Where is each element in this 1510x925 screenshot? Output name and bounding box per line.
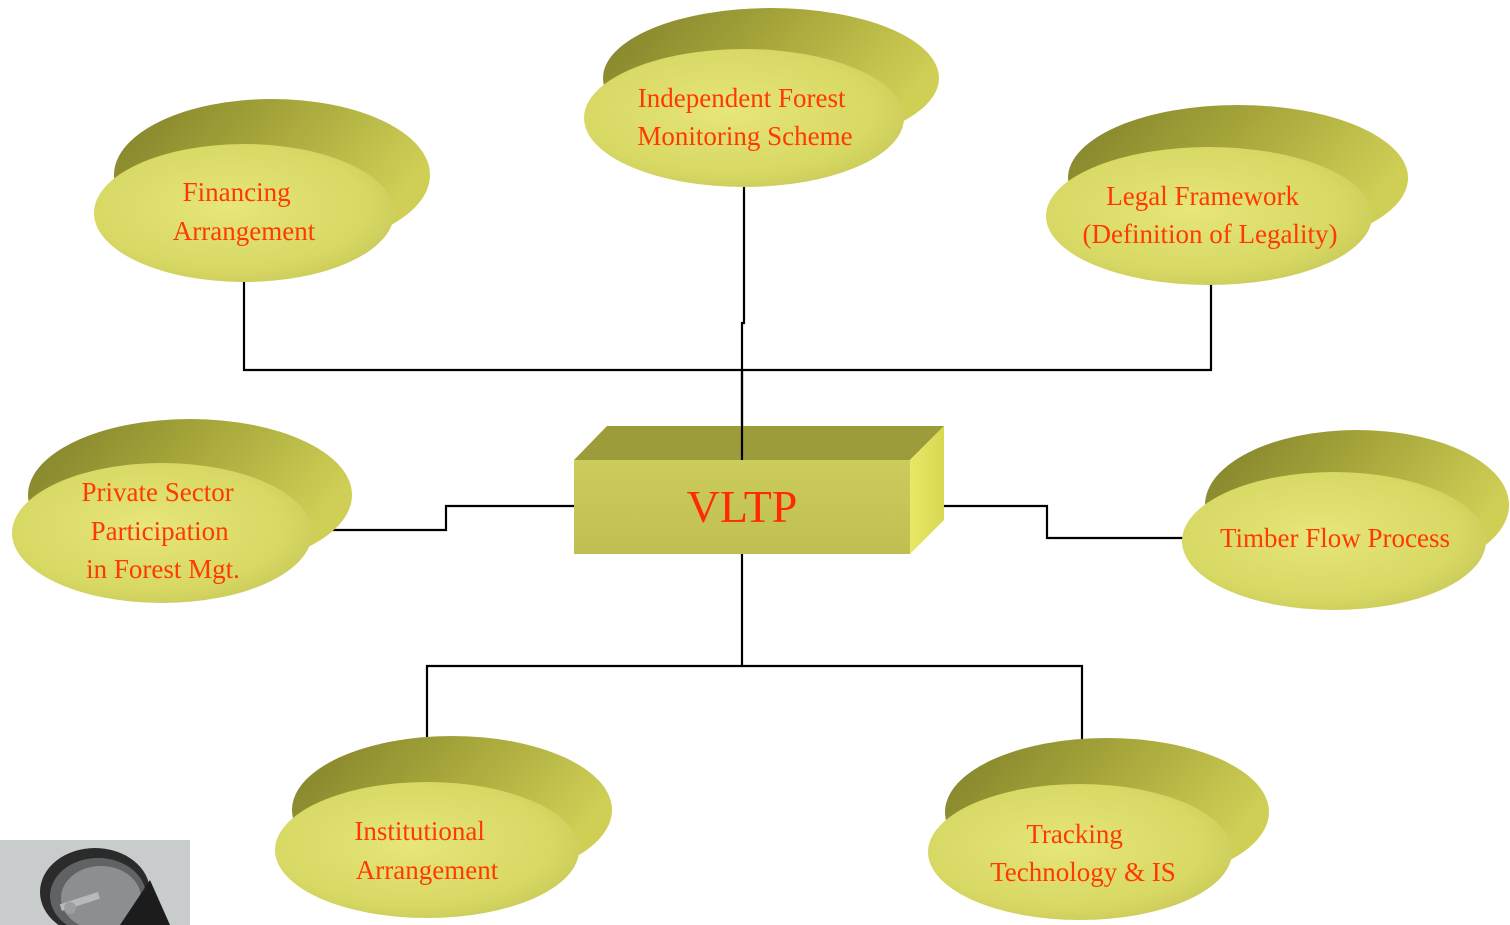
node-legal-line-2: (Definition of Legality) — [1083, 219, 1338, 249]
corner-photo-image — [0, 840, 190, 925]
node-tracking-face — [928, 784, 1232, 920]
node-financing: Financing Arrangement — [94, 99, 430, 282]
center-box-top — [574, 426, 944, 460]
node-timber-line-1: Timber Flow Process — [1220, 523, 1450, 553]
node-private-line-1: Private Sector — [82, 477, 234, 507]
center-box: VLTP — [574, 370, 944, 554]
node-tracking-line-1: Tracking — [1026, 819, 1123, 849]
connectors — [242, 186, 1213, 780]
center-box-side — [910, 426, 944, 554]
svg-text:Timber Flow Process: Timber Flow Process — [1220, 523, 1450, 553]
corner-photo — [0, 840, 190, 925]
node-tracking: Tracking Technology & IS — [928, 738, 1269, 920]
node-institutional-line-2: Arrangement — [356, 855, 499, 885]
connector-timber — [910, 504, 1183, 540]
center-box-front — [574, 460, 910, 554]
node-financing-face — [94, 144, 394, 282]
node-legal-line-1: Legal Framework — [1106, 181, 1299, 211]
node-timber: Timber Flow Process — [1182, 430, 1509, 610]
node-monitoring-face — [584, 49, 904, 187]
connector-financing — [242, 282, 1213, 372]
node-monitoring: Independent Forest Monitoring Scheme — [584, 8, 939, 187]
node-institutional: Institutional Arrangement — [275, 736, 612, 918]
node-private-line-2: Participation — [91, 516, 229, 546]
svg-text:Tracking Technology & IS: Tracking Technology & IS — [990, 819, 1176, 887]
node-legal: Legal Framework (Definition of Legality) — [1046, 105, 1408, 285]
node-tracking-line-2: Technology & IS — [990, 857, 1176, 887]
svg-text:Legal Framework (Definit: Legal Framework (Definition of Legality) — [1083, 181, 1338, 249]
center-label: VLTP — [687, 481, 798, 532]
node-institutional-line-1: Institutional — [354, 816, 485, 846]
svg-text:Financing Arrangement: Financing Arrangement — [173, 177, 316, 246]
node-private-line-3: in Forest Mgt. — [86, 554, 240, 584]
node-institutional-face — [275, 782, 579, 918]
node-monitoring-line-2: Monitoring Scheme — [637, 121, 852, 151]
node-private-face — [12, 463, 312, 603]
svg-text:Institutional Arrangemen: Institutional Arrangement — [354, 816, 498, 885]
node-legal-face — [1046, 147, 1372, 285]
connector-bottom — [425, 553, 744, 778]
node-private: Private Sector Participation in Forest M… — [12, 419, 352, 603]
node-timber-face — [1182, 472, 1486, 610]
svg-text:Independent Forest Monit: Independent Forest Monitoring Scheme — [637, 83, 852, 151]
connector-private — [316, 504, 575, 532]
svg-text:Private Sector Participa: Private Sector Participation in Forest M… — [82, 477, 241, 584]
node-monitoring-line-1: Independent Forest — [638, 83, 846, 113]
node-financing-line-2: Arrangement — [173, 216, 316, 246]
node-financing-line-1: Financing — [183, 177, 291, 207]
